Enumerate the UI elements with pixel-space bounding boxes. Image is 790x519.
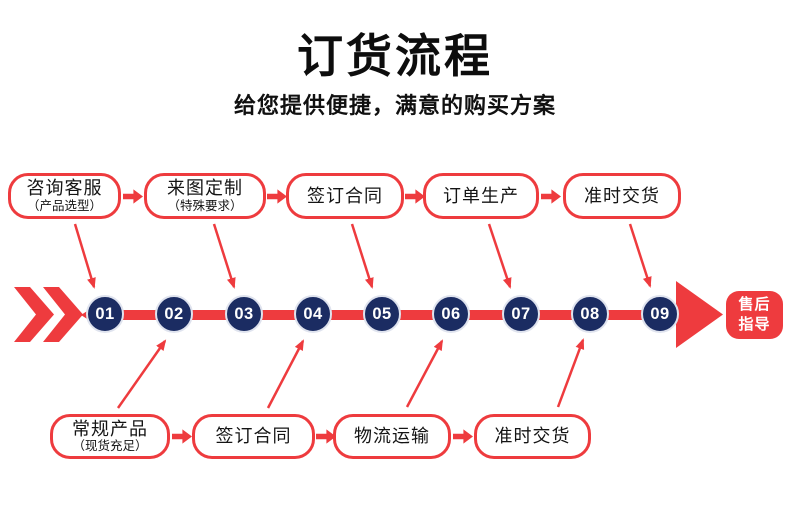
- process-box-label: 签订合同: [215, 426, 292, 447]
- process-box-custom-drawing: 来图定制 （特殊要求）: [144, 173, 266, 219]
- arrow-right-icon: [267, 189, 287, 204]
- process-box-on-time-delivery-bottom: 准时交货: [474, 414, 591, 459]
- process-box-standard-product: 常规产品 （现货充足）: [50, 414, 170, 459]
- step-circle-07: 07: [502, 295, 540, 333]
- page-title: 订货流程: [297, 30, 493, 82]
- page-subtitle: 给您提供便捷，满意的购买方案: [233, 93, 556, 118]
- timeline-arrowhead-icon: [676, 281, 723, 348]
- process-box-sign-contract-bottom: 签订合同: [192, 414, 315, 459]
- chevron-right-icon: [14, 287, 54, 342]
- process-box-consult: 咨询客服 （产品选型）: [8, 173, 121, 219]
- process-box-label: 咨询客服: [26, 178, 103, 199]
- process-box-label: 准时交货: [584, 185, 660, 206]
- arrow-right-icon: [405, 189, 425, 204]
- arrow-right-icon: [172, 429, 192, 444]
- step-circle-02: 02: [155, 295, 193, 333]
- arrow-right-icon: [541, 189, 561, 204]
- process-box-label: 常规产品: [72, 418, 148, 439]
- step-circle-06: 06: [432, 295, 470, 333]
- process-box-label: 来图定制: [167, 178, 243, 199]
- process-box-label: 物流运输: [354, 426, 430, 447]
- step-circle-03: 03: [225, 295, 263, 333]
- process-box-sign-contract-top: 签订合同: [286, 173, 404, 219]
- process-box-sublabel: （产品选型）: [26, 198, 102, 213]
- step-circle-09: 09: [641, 295, 679, 333]
- arrow-right-icon: [123, 189, 143, 204]
- step-circle-08: 08: [571, 295, 609, 333]
- process-box-production: 订单生产: [423, 173, 539, 219]
- process-box-label: 订单生产: [443, 185, 519, 206]
- process-box-sublabel: （特殊要求）: [167, 198, 243, 213]
- process-box-on-time-delivery-top: 准时交货: [563, 173, 681, 219]
- process-box-label: 准时交货: [494, 426, 571, 447]
- process-box-logistics: 物流运输: [333, 414, 451, 459]
- arrow-right-icon: [453, 429, 473, 444]
- process-box-label: 签订合同: [307, 185, 383, 206]
- step-circle-01: 01: [86, 295, 124, 333]
- process-box-sublabel: （现货充足）: [72, 439, 148, 454]
- step-circle-04: 04: [294, 295, 332, 333]
- step-circle-05: 05: [363, 295, 401, 333]
- after-sale-badge: 售后 指导: [726, 291, 783, 339]
